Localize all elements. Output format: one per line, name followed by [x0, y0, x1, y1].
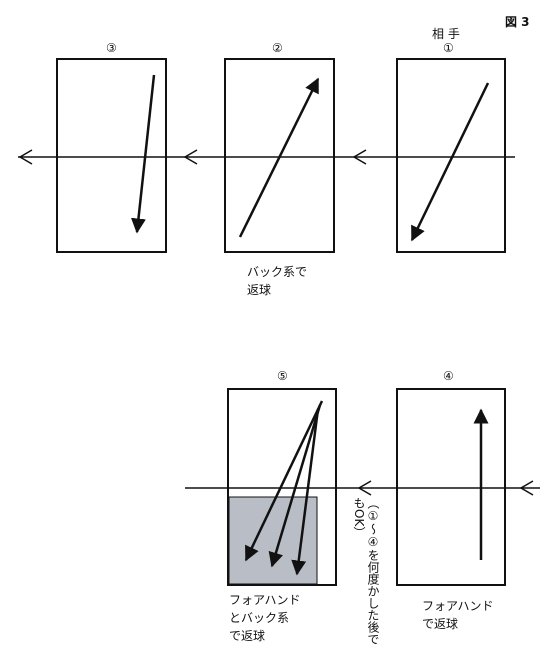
- court-4: [396, 388, 506, 586]
- caption-step4-line2: で返球: [422, 617, 459, 631]
- step-number-5: ⑤: [277, 369, 288, 383]
- step-number-3: ③: [106, 41, 117, 55]
- caption-step4-line1: フォアハンド: [422, 599, 494, 613]
- net-arrow-left-5: [357, 480, 372, 496]
- step-number-1: ①: [443, 41, 454, 55]
- shot-arrow-5b: [268, 404, 322, 568]
- shot-arrow-5a: [244, 400, 324, 562]
- step-number-2: ②: [272, 41, 283, 55]
- caption-step5-line2: とバック系: [229, 611, 290, 625]
- court-5: [227, 388, 337, 586]
- shot-arrow-1: [410, 82, 490, 242]
- caption-step2-line1: バック系で: [247, 265, 308, 279]
- vertical-note: （①〜④を何度かした後でもOK）: [352, 497, 380, 645]
- court-3: [56, 58, 167, 253]
- court-5-shaded-zone: [228, 496, 318, 585]
- net-arrow-left-4: [519, 480, 534, 496]
- figure-label: 図 3: [505, 15, 530, 29]
- court-1: [396, 58, 506, 253]
- shot-arrow-2: [238, 77, 320, 238]
- shot-arrow-5c: [291, 408, 320, 576]
- shot-arrow-3: [130, 74, 156, 234]
- net-arrow-left-3: [18, 149, 33, 165]
- net-arrow-left-1: [352, 149, 367, 165]
- opponent-label: 相 手: [432, 27, 460, 41]
- caption-step2-line2: 返球: [247, 283, 272, 297]
- net-arrow-left-2: [183, 149, 198, 165]
- court-2: [224, 58, 335, 253]
- caption-step5-line3: で返球: [229, 629, 266, 643]
- step-number-4: ④: [443, 369, 454, 383]
- caption-step5-line1: フォアハンド: [229, 593, 301, 607]
